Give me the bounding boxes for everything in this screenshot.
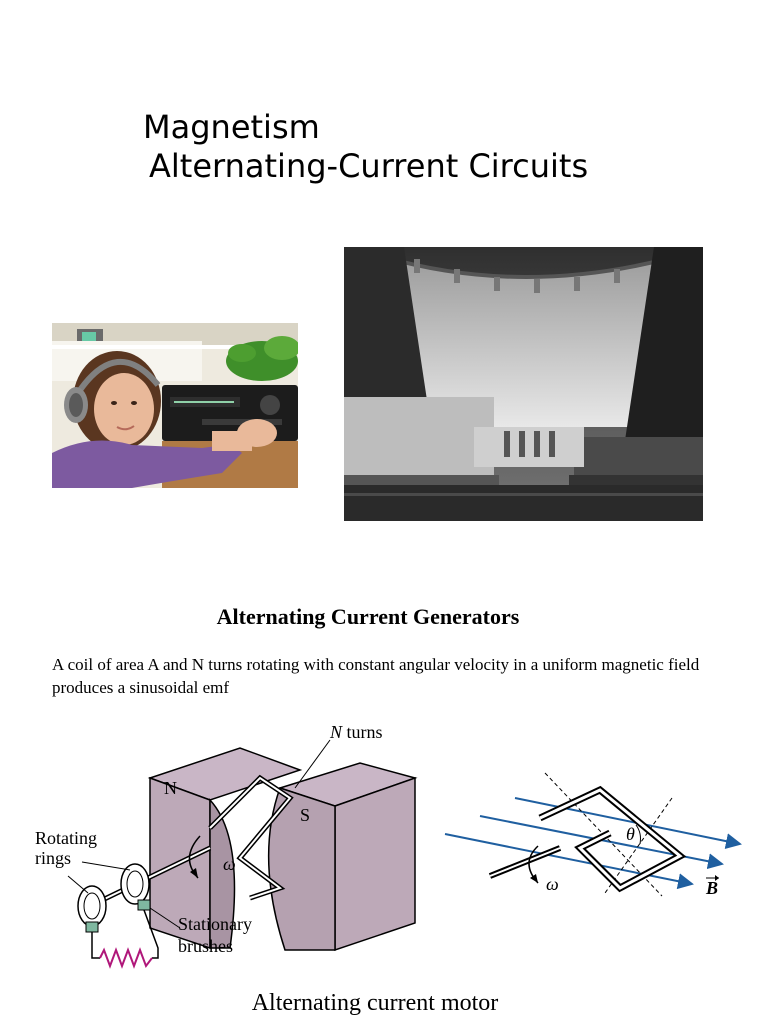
label-omega: ω [223, 854, 236, 874]
coil-in-field-diagram: ω θ B [440, 768, 750, 898]
ac-generator-diagram: N turns N S ω Rotating rings Stationary … [30, 718, 430, 978]
north-pole-face [209, 798, 236, 949]
page-title-line-2: Alternating-Current Circuits [149, 147, 589, 185]
body-paragraph: A coil of area A and N turns rotating wi… [52, 655, 700, 697]
field-line-1 [514, 797, 742, 850]
slip-ring-2 [120, 863, 150, 905]
label-theta: θ [626, 824, 635, 844]
label-omega: ω [546, 874, 559, 894]
field-line-3 [444, 833, 694, 890]
coil-loop-inner [539, 788, 683, 890]
label-rotating: Rotating [35, 828, 97, 848]
label-south-pole: S [300, 805, 310, 825]
girl-with-headphones-photo [52, 323, 298, 488]
girl-with-headphones-illustration [52, 323, 298, 488]
label-north-pole: N [164, 778, 177, 798]
coil-inner [209, 776, 292, 899]
label-b-field: B [705, 878, 718, 898]
label-n-turns: N turns [329, 722, 383, 742]
brush-1 [85, 921, 99, 933]
south-magnet-front [334, 776, 416, 952]
coil-in-field-svg: ω θ B [444, 772, 742, 898]
slip-ring-1 [77, 885, 107, 927]
brush-2 [137, 899, 151, 911]
section-heading: Alternating Current Generators [216, 604, 520, 629]
figure-caption: Alternating current motor [251, 990, 499, 1016]
label-stationary: Stationary [178, 914, 252, 934]
hydroelectric-dam-photo [344, 247, 703, 521]
resistor [99, 947, 153, 969]
label-brushes: brushes [178, 936, 233, 956]
dam-illustration [344, 247, 703, 521]
ac-generator-svg: N turns N S ω Rotating rings Stationary … [35, 722, 418, 969]
page-title-line-1: Magnetism [143, 108, 320, 146]
label-rings: rings [35, 848, 71, 868]
